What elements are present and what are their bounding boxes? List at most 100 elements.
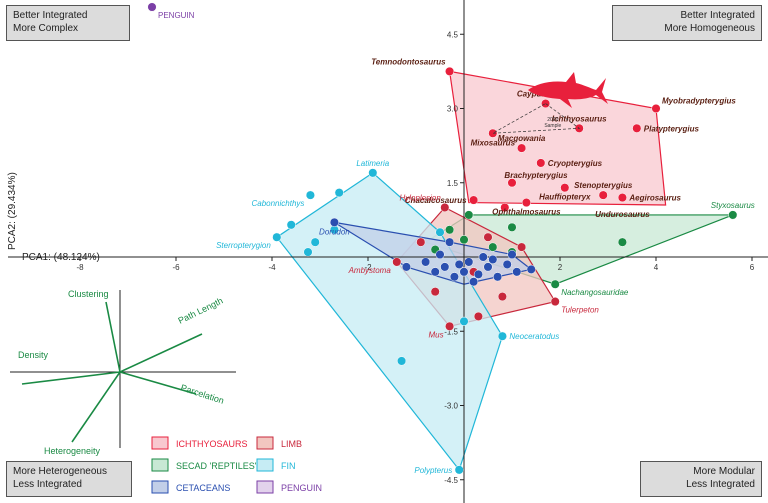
x-tick-label: 4: [654, 263, 659, 272]
y-tick-label: -3.0: [444, 402, 458, 411]
point-fin: [497, 331, 507, 341]
label-undurosaurus: Undurosaurus: [595, 210, 650, 219]
corner-bottom-right: More Modular Less Integrated: [640, 461, 762, 497]
point-cetaceans: [435, 249, 445, 260]
annotation-sample: Sample: [544, 123, 561, 129]
legend-swatch-cetaceans: [151, 480, 169, 494]
legend-label-fin: FIN: [281, 461, 296, 471]
corner-bottom-right-line2: Less Integrated: [686, 479, 755, 490]
point-fin: [286, 220, 296, 230]
legend-label-penguin: PENGUIN: [281, 483, 322, 493]
point-ichthyosaurs: [500, 202, 510, 213]
point-fin: [303, 247, 313, 257]
point-cetaceans: [493, 272, 503, 282]
point-fin: [368, 168, 378, 178]
point-fin: [310, 237, 320, 247]
point-cetaceans: [440, 262, 450, 272]
x-tick-label: -4: [268, 263, 276, 272]
label-hyloplesion: Hyloplesion: [399, 194, 441, 203]
vector-clustering: [105, 301, 121, 373]
point-secad-reptiles: [728, 210, 738, 220]
label-macgowania: Macgowania: [498, 134, 546, 143]
corner-top-right-line1: Better Integrated: [680, 10, 756, 21]
point-ichthyosaurs: [598, 190, 608, 200]
corner-top-left-line2: More Complex: [13, 23, 79, 34]
corner-bottom-left-line2: Less Integrated: [13, 479, 82, 490]
y-tick-label: 1.5: [447, 179, 459, 188]
vector-heterogeneity: [71, 371, 121, 443]
point-cetaceans: [488, 254, 498, 265]
legend-swatch-secad-reptiles: [151, 458, 169, 472]
legend-swatch-fin: [256, 458, 274, 472]
point-secad-reptiles: [459, 235, 469, 245]
vector-label-clustering: Clustering: [68, 289, 109, 299]
ichthyosaur-silhouette-icon: [528, 72, 608, 108]
point-ichthyosaurs: [521, 198, 531, 208]
label-brachypterygius: Brachypterygius: [504, 171, 568, 180]
point-fin: [272, 232, 282, 242]
legend-label-secad-reptiles: SECAD 'REPTILES': [176, 461, 257, 471]
corner-top-left: Better Integrated More Complex: [6, 5, 130, 41]
y-tick-label: -1.5: [444, 327, 458, 336]
point-cetaceans: [464, 257, 474, 267]
point-ichthyosaurs: [507, 178, 517, 188]
point-ichthyosaurs: [445, 66, 455, 76]
point-fin: [454, 465, 464, 475]
label-cabonnichthys: Cabonnichthys: [251, 199, 304, 208]
label-polypterus: Polypterus: [414, 466, 452, 475]
point-limb: [473, 311, 483, 321]
corner-bottom-left: More Heterogeneous Less Integrated: [6, 461, 132, 497]
x-axis-label: PCA1: (48.124%): [22, 252, 100, 263]
point-fin: [459, 316, 469, 326]
vector-label-density: Density: [18, 350, 49, 360]
point-cetaceans: [454, 259, 464, 269]
label-nachangosauridae: Nachangosauridae: [561, 288, 629, 297]
point-limb: [497, 292, 507, 302]
point-ichthyosaurs: [560, 183, 570, 193]
point-secad-reptiles: [445, 225, 455, 235]
point-cetaceans: [512, 267, 522, 277]
label-latimeria: Latimeria: [356, 159, 389, 168]
point-cetaceans: [459, 267, 469, 277]
point-secad-reptiles: [464, 210, 474, 220]
point-ichthyosaurs: [632, 123, 642, 133]
x-tick-label: 6: [750, 263, 755, 272]
point-cetaceans: [507, 249, 517, 260]
point-fin: [305, 190, 315, 200]
vector-label-heterogeneity: Heterogeneity: [44, 446, 101, 456]
legend-label-cetaceans: CETACEANS: [176, 483, 230, 493]
label-chacalcosaurus: Chacalcosaurus: [405, 196, 467, 205]
point-cetaceans: [483, 262, 493, 272]
label-mixosaurus: Mixosaurus: [471, 138, 516, 147]
x-tick-label: -6: [172, 263, 180, 272]
label-temnodontosaurus: Temnodontosaurus: [371, 57, 446, 66]
point-limb: [416, 237, 426, 247]
point-fin: [334, 188, 344, 198]
x-tick-label: 2: [558, 263, 563, 272]
point-ichthyosaurs: [488, 128, 498, 138]
point-cetaceans: [430, 267, 440, 277]
point-secad-reptiles: [488, 242, 498, 252]
annotation-2020: 2020: [547, 117, 558, 123]
legend-swatch-limb: [256, 436, 274, 450]
label-hauffiopteryx: Hauffiopteryx: [539, 193, 591, 202]
corner-bottom-left-line1: More Heterogeneous: [13, 466, 107, 477]
point-labels: TemnodontosaurusMyobradypterygiusPlatypt…: [158, 11, 755, 475]
legend-swatch-ichthyosaurs: [151, 436, 169, 450]
corner-top-right: Better Integrated More Homogeneous: [612, 5, 762, 41]
y-axis-label: PCA2: (29.434%): [7, 172, 18, 250]
label-dorudon: Dorudon: [319, 227, 350, 236]
vector-path-length: [119, 333, 203, 373]
label-myobradypterygius: Myobradypterygius: [662, 97, 736, 106]
point-limb: [550, 297, 560, 307]
label-neoceratodus: Neoceratodus: [509, 332, 559, 341]
label-tulerpeton: Tulerpeton: [561, 306, 599, 315]
point-limb: [517, 242, 527, 252]
point-cetaceans: [478, 252, 488, 262]
label-styxosaurus: Styxosaurus: [711, 201, 755, 210]
label-cryopterygius: Cryopterygius: [548, 159, 603, 168]
